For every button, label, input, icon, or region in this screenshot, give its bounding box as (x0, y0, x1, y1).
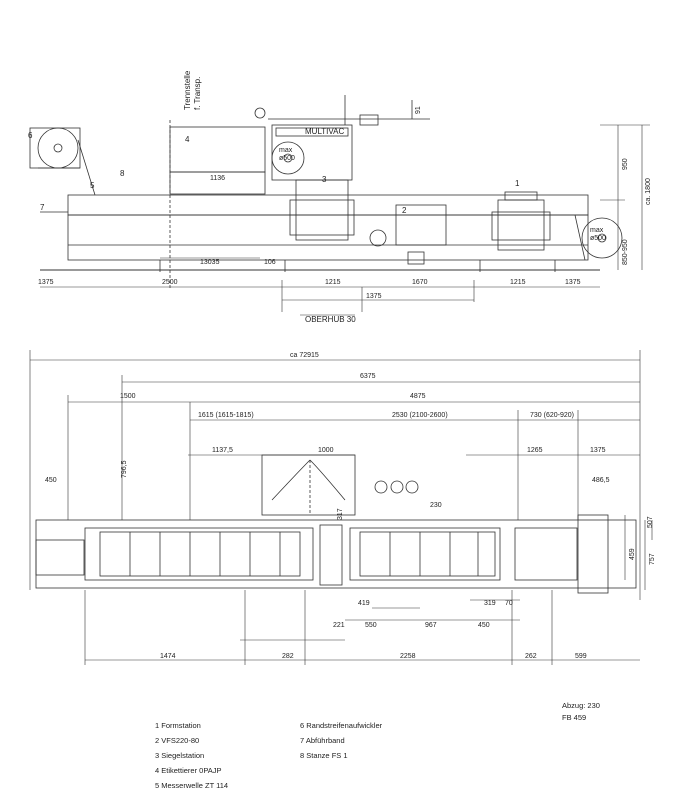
dim-1615: 1615 (1615-1815) (198, 412, 254, 419)
plan-view (29, 350, 653, 665)
station-7-label: 7 (40, 203, 45, 212)
legend-item: 6 Randstreifenaufwickler (300, 721, 383, 730)
legend-item: 1 Formstation (155, 721, 201, 730)
oberhub-label: OBERHUB 30 (305, 315, 356, 324)
station-6-label: 6 (28, 131, 33, 140)
legend-item: 7 Abführband (300, 736, 345, 745)
dim-550: 550 (365, 622, 377, 629)
dim-1265: 1265 (527, 447, 543, 454)
legend-item: 2 VFS220-80 (155, 736, 200, 745)
dim-507: 507 (647, 516, 654, 528)
dim-4865: 486,5 (592, 477, 610, 484)
stamp-line-2: FB 459 (562, 713, 587, 722)
legend-right: 6 Randstreifenaufwickler 7 Abführband 8 … (300, 718, 382, 763)
dim-1500: 1500 (120, 393, 136, 400)
drawing-stamp: Abzug: 230 FB 459 (562, 700, 600, 724)
station-4-label: 4 (185, 135, 190, 144)
legend-left: 1 Formstation 2 VFS220-80 3 Siegelstatio… (155, 718, 228, 793)
dim-1670: 1670 (412, 279, 428, 286)
legend-item: 4 Etikettierer 0PAJP (155, 766, 222, 775)
dim-1136: 1136 (210, 175, 225, 182)
dim-262: 262 (525, 653, 537, 660)
dim-850-950: 850-950 (622, 239, 629, 265)
dim-1375-right: 1375 (565, 279, 581, 286)
station-2-label: 2 (402, 206, 407, 215)
roll-label-left-2: ø500 (279, 155, 295, 162)
dim-950: 950 (622, 158, 629, 170)
dim-1215-a: 1215 (325, 279, 341, 286)
dim-4875: 4875 (410, 393, 426, 400)
dim-70: 70 (505, 600, 513, 607)
dim-1375-left: 1375 (38, 279, 54, 286)
dim-317: 317 (337, 508, 344, 520)
dim-221: 221 (333, 622, 345, 629)
dim-450: 450 (45, 477, 57, 484)
dim-459: 459 (629, 548, 636, 560)
dim-967: 967 (425, 622, 437, 629)
dim-1215-b: 1215 (510, 279, 526, 286)
station-3-label: 3 (322, 175, 327, 184)
dim-13035: 13035 (200, 259, 220, 266)
dim-7965: 796,5 (121, 460, 128, 478)
dim-total: ca 72915 (290, 352, 319, 359)
dim-2530: 2530 (2100-2600) (392, 412, 448, 419)
dim-419: 419 (358, 600, 370, 607)
dim-282: 282 (282, 653, 294, 660)
dim-450b: 450 (478, 622, 490, 629)
dim-1375-mid: 1375 (366, 293, 382, 300)
maker-plate: MULTIVAC (305, 127, 344, 136)
vertical-label-1: Trennstelle (183, 70, 192, 110)
dim-2258: 2258 (400, 653, 416, 660)
dim-2500: 2500 (162, 279, 178, 286)
dim-319: 319 (484, 600, 496, 607)
dim-230: 230 (430, 502, 442, 509)
dim-1000: 1000 (318, 447, 334, 454)
stamp-line-1: Abzug: 230 (562, 701, 600, 710)
dim-106: 106 (264, 259, 276, 266)
station-1-label: 1 (515, 179, 520, 188)
vertical-label-2: f. Transp. (193, 77, 202, 110)
roll-label-right-2: ø500 (590, 235, 606, 242)
side-view (29, 95, 650, 316)
dim-1375: 1375 (590, 447, 606, 454)
dim-6375: 6375 (360, 373, 376, 380)
station-8-label: 8 (120, 169, 125, 178)
dim-91: 91 (415, 106, 422, 114)
dim-599: 599 (575, 653, 587, 660)
roll-label-left: max (279, 147, 293, 154)
legend-item: 3 Siegelstation (155, 751, 205, 760)
dim-757: 757 (649, 553, 656, 565)
dim-730: 730 (620-920) (530, 412, 574, 419)
dim-1137: 1137,5 (212, 447, 233, 454)
legend-item: 5 Messerwelle ZT 114 (155, 781, 229, 790)
dim-1800: ca. 1800 (645, 178, 652, 205)
station-5-label: 5 (90, 181, 95, 190)
roll-label-right: max (590, 227, 604, 234)
legend-item: 8 Stanze FS 1 (300, 751, 348, 760)
dim-1474: 1474 (160, 653, 176, 660)
